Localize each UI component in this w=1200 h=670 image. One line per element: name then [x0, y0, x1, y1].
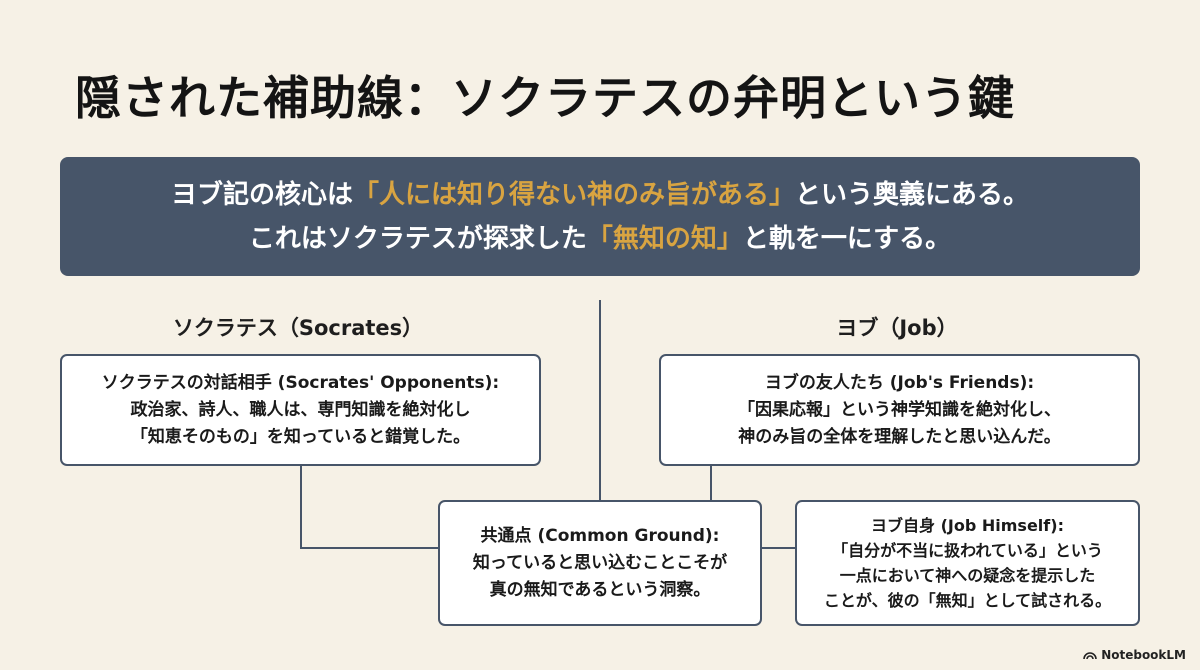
- common-ground-box: 共通点 (Common Ground): 知っていると思い込むことこそが 真の無…: [438, 500, 762, 626]
- banner-highlight-1: 「人には知り得ない神のみ旨がある」: [352, 179, 795, 210]
- socrates-opponents-line-1: 政治家、詩人、職人は、専門知識を絶対化し: [130, 399, 471, 420]
- banner-line-2: これはソクラテスが探求した「無知の知」と軌を一にする。: [249, 217, 951, 261]
- key-insight-banner: ヨブ記の核心は「人には知り得ない神のみ旨がある」という奥義にある。 これはソクラ…: [60, 157, 1140, 276]
- page-title: 隠された補助線：ソクラテスの弁明という鍵: [75, 71, 1015, 125]
- notebooklm-logo-icon: [1083, 652, 1097, 660]
- banner-highlight-2: 「無知の知」: [586, 223, 743, 254]
- job-himself-heading: ヨブ自身 (Job Himself):: [871, 516, 1064, 535]
- connector-socrates-vertical: [300, 464, 302, 548]
- job-column-heading: ヨブ（Job）: [836, 316, 958, 340]
- socrates-opponents-line-2: 「知恵そのもの」を知っていると錯覚した。: [130, 426, 471, 447]
- common-ground-heading: 共通点 (Common Ground):: [480, 525, 720, 546]
- common-ground-line-1: 知っていると思い込むことこそが: [472, 552, 728, 573]
- jobs-friends-line-1: 「因果応報」という神学知識を絶対化し、: [738, 399, 1061, 420]
- jobs-friends-line-2: 神のみ旨の全体を理解したと思い込んだ。: [738, 426, 1061, 447]
- banner-line-1-post: という奥義にある。: [795, 179, 1030, 210]
- banner-line-1: ヨブ記の核心は「人には知り得ない神のみ旨がある」という奥義にある。: [171, 173, 1029, 217]
- notebooklm-label: NotebookLM: [1101, 648, 1186, 662]
- jobs-friends-heading: ヨブの友人たち (Job's Friends):: [764, 372, 1035, 393]
- job-himself-line-1: 「自分が不当に扱われている」という: [832, 541, 1103, 560]
- banner-line-1-pre: ヨブ記の核心は: [170, 179, 353, 210]
- socrates-opponents-heading: ソクラテスの対話相手 (Socrates' Opponents):: [101, 372, 500, 393]
- banner-line-2-pre: これはソクラテスが探求した: [248, 223, 587, 254]
- jobs-friends-box: ヨブの友人たち (Job's Friends): 「因果応報」という神学知識を絶…: [659, 354, 1140, 466]
- job-himself-box: ヨブ自身 (Job Himself): 「自分が不当に扱われている」という 一点…: [795, 500, 1140, 626]
- center-divider: [599, 300, 601, 500]
- job-himself-line-2: 一点において神への疑念を提示した: [839, 566, 1096, 585]
- job-himself-line-3: ことが、彼の「無知」として試される。: [823, 591, 1112, 610]
- connector-job-horizontal: [760, 547, 797, 549]
- banner-line-2-post: と軌を一にする。: [742, 223, 952, 254]
- common-ground-line-2: 真の無知であるという洞察。: [489, 579, 711, 600]
- socrates-opponents-box: ソクラテスの対話相手 (Socrates' Opponents): 政治家、詩人…: [60, 354, 541, 466]
- connector-friends-vertical: [710, 464, 712, 502]
- socrates-column-heading: ソクラテス（Socrates）: [172, 316, 424, 340]
- notebooklm-watermark: NotebookLM: [1083, 648, 1186, 662]
- connector-socrates-horizontal: [300, 547, 440, 549]
